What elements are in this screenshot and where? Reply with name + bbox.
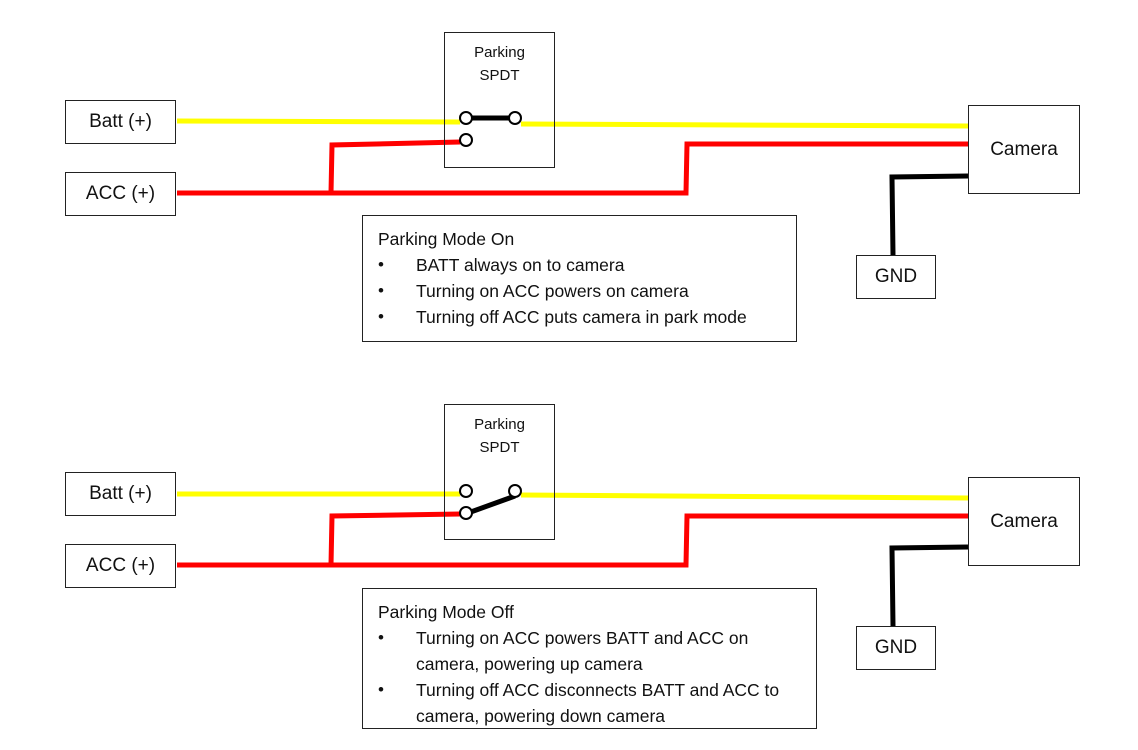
note-bullet: Turning off ACC disconnects BATT and ACC… [378, 677, 802, 728]
gnd-label: GND [874, 637, 918, 658]
gnd-box: GND [856, 255, 936, 299]
note-bullet: BATT always on to camera [378, 252, 782, 278]
batt-source-box: Batt (+) [65, 472, 176, 516]
note-bullet: Turning off ACC puts camera in park mode [378, 304, 782, 330]
switch-lever [467, 493, 516, 516]
acc-source-box: ACC (+) [65, 544, 176, 588]
parking-spdt-switch: Parking SPDT [444, 32, 555, 168]
note-bullets: BATT always on to camera Turning on ACC … [378, 252, 782, 330]
parking-spdt-switch: Parking SPDT [444, 404, 555, 540]
switch-terminal-common [508, 111, 522, 125]
gnd-box: GND [856, 626, 936, 670]
switch-terminal-acc [459, 133, 473, 147]
note-bullet: Turning on ACC powers BATT and ACC on ca… [378, 625, 802, 677]
switch-terminal-batt [459, 111, 473, 125]
camera-box: Camera [968, 105, 1080, 194]
acc-wire-main [177, 141, 968, 196]
acc-wire-main [177, 513, 968, 568]
batt-wire-to-camera [520, 121, 969, 129]
switch-title-line1: Parking [474, 416, 525, 433]
switch-terminal-acc [459, 506, 473, 520]
batt-label: Batt (+) [89, 111, 152, 132]
switch-title-line2: SPDT [479, 439, 520, 456]
note-parking-mode-off: Parking Mode Off Turning on ACC powers B… [362, 588, 817, 729]
camera-box: Camera [968, 477, 1080, 566]
acc-source-box: ACC (+) [65, 172, 176, 216]
batt-wire-to-camera [520, 492, 969, 501]
note-title: Parking Mode On [378, 229, 515, 249]
gnd-label: GND [874, 266, 918, 287]
batt-source-box: Batt (+) [65, 100, 176, 144]
note-parking-mode-on: Parking Mode On BATT always on to camera… [362, 215, 797, 342]
diagram-parking-on [176, 111, 969, 256]
note-title: Parking Mode Off [378, 602, 514, 622]
ground-wire [889, 173, 969, 256]
switch-terminal-batt [459, 484, 473, 498]
note-bullet: Turning on ACC powers on camera [378, 278, 782, 304]
diagram-parking-off [177, 484, 969, 627]
ground-wire [889, 544, 969, 627]
switch-title-line1: Parking [474, 44, 525, 61]
camera-label: Camera [990, 138, 1058, 160]
batt-wire-input [176, 118, 461, 125]
acc-wire-to-switch [328, 139, 461, 194]
note-bullets: Turning on ACC powers BATT and ACC on ca… [378, 625, 802, 728]
acc-label: ACC (+) [85, 183, 156, 204]
camera-label: Camera [990, 510, 1058, 532]
switch-terminal-common [508, 484, 522, 498]
acc-label: ACC (+) [85, 555, 156, 576]
acc-wire-to-switch [328, 511, 461, 566]
switch-title-line2: SPDT [479, 67, 520, 84]
batt-label: Batt (+) [89, 483, 152, 504]
